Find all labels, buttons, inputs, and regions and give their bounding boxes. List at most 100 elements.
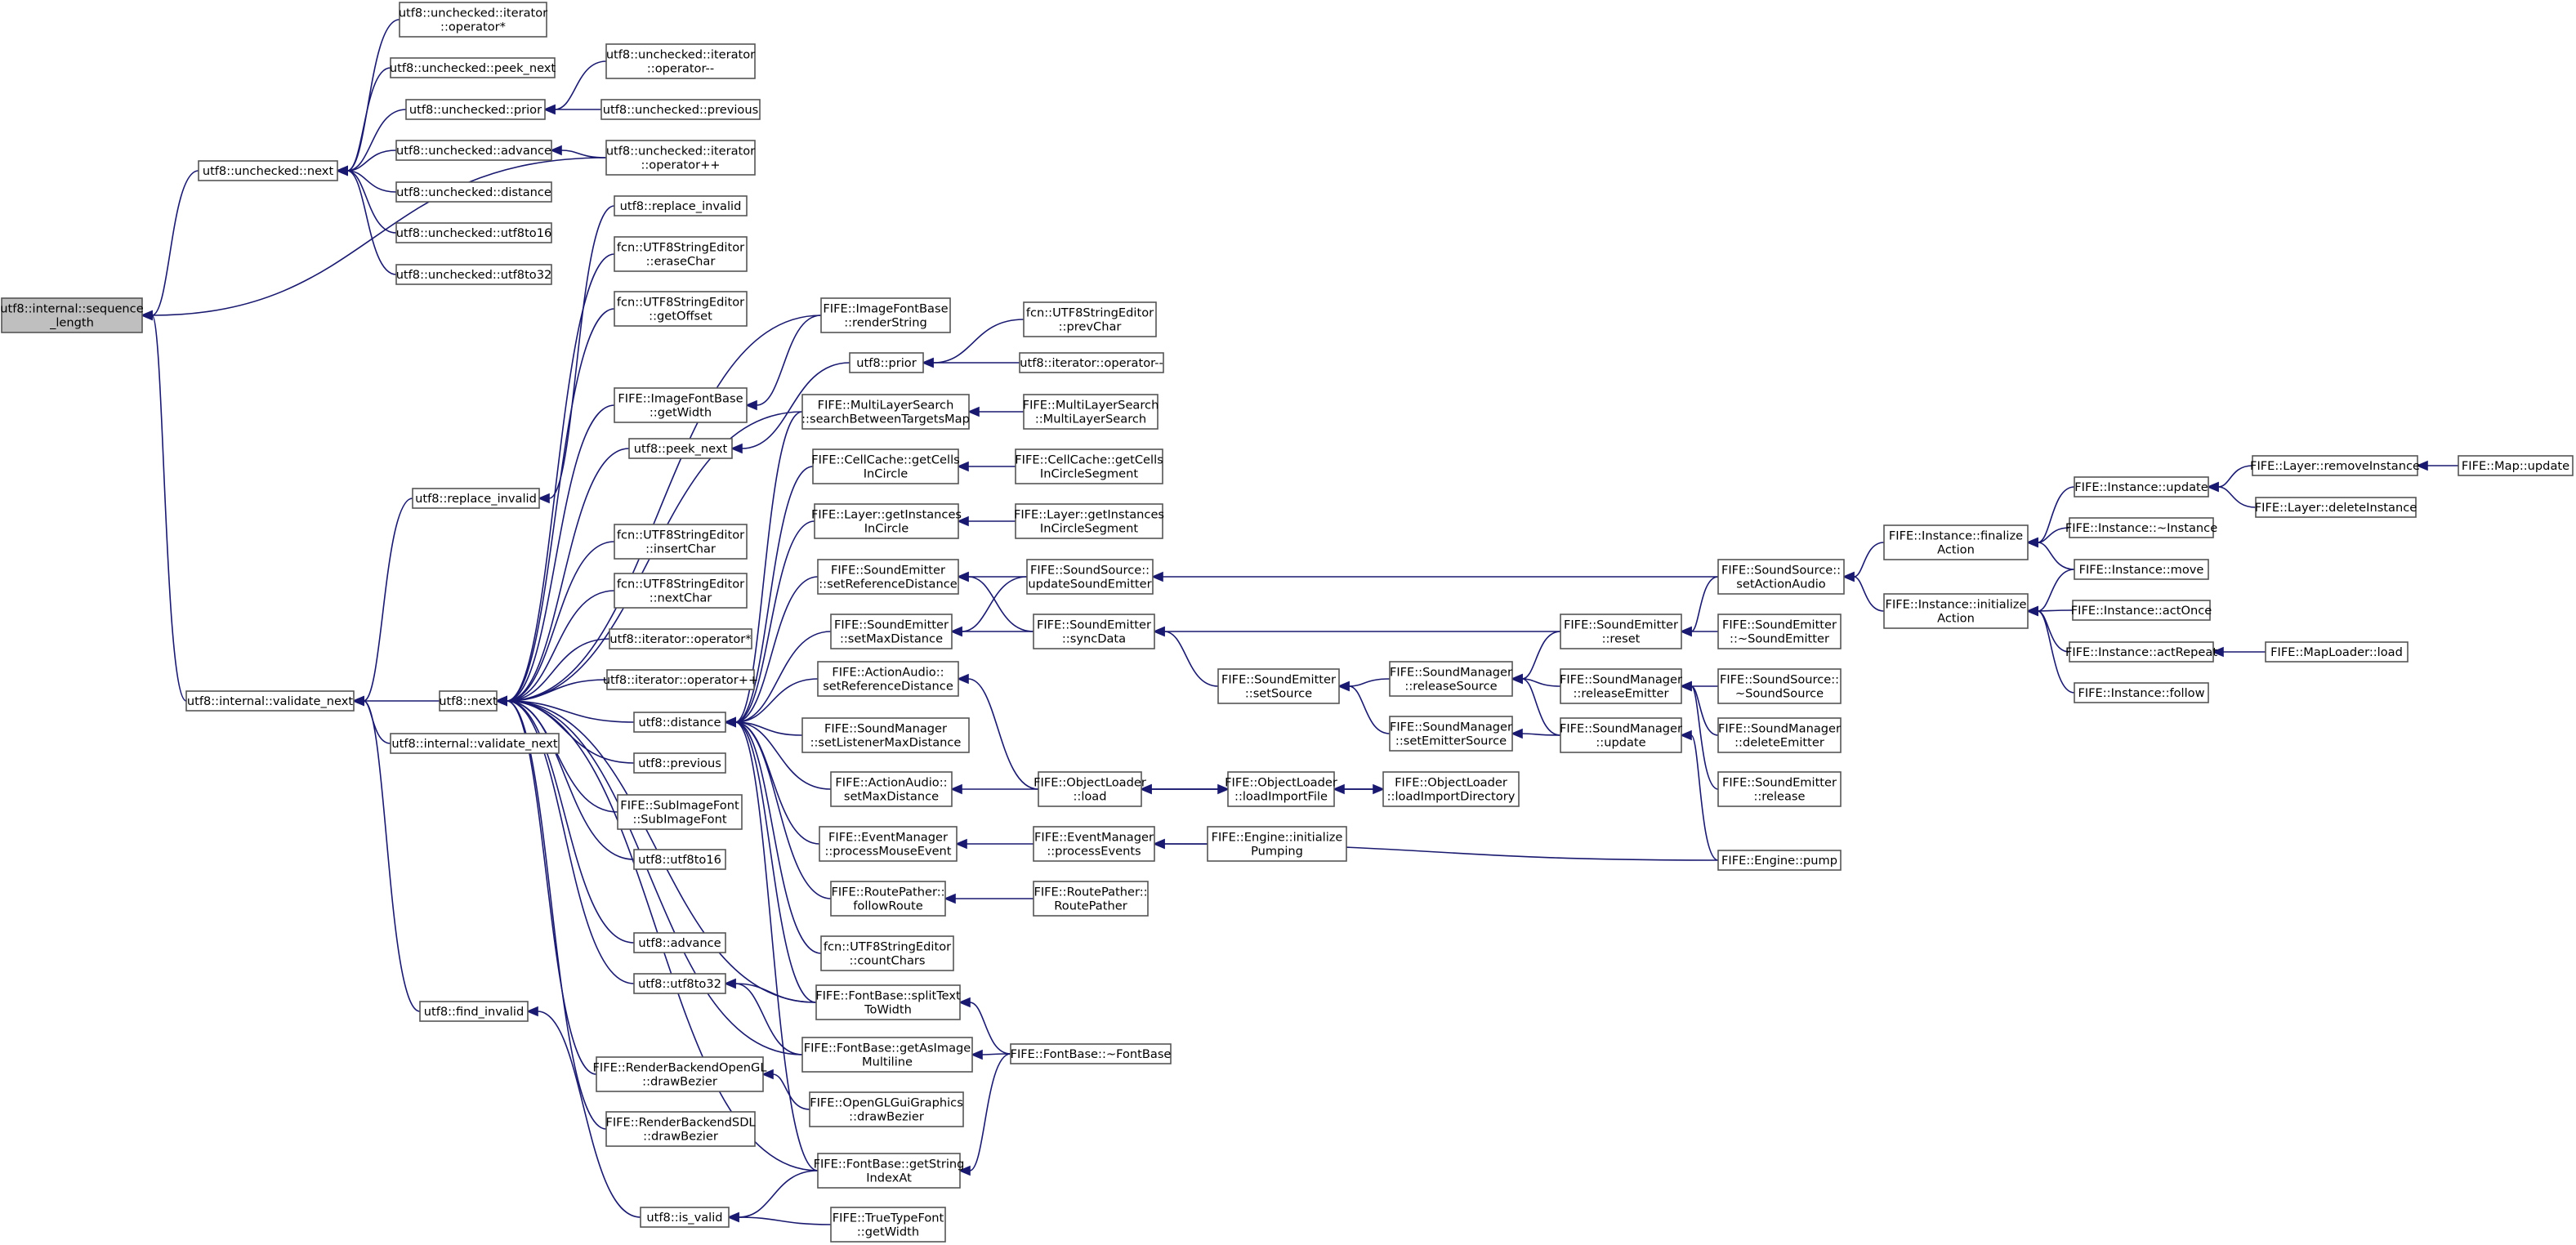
graph-node-validate-next[interactable]: utf8::internal::validate_next <box>185 690 355 712</box>
graph-node-inst-move[interactable]: FIFE::Instance::move <box>2074 559 2209 580</box>
graph-node-ss-dtor[interactable]: FIFE::SoundSource::~SoundSource <box>1717 668 1842 704</box>
graph-node-rb-gl-bezier[interactable]: FIFE::RenderBackendOpenGL::drawBezier <box>593 1056 768 1092</box>
graph-node-se-setSource[interactable]: FIFE::SoundEmitter::setSource <box>1217 668 1340 704</box>
graph-node-sm-releaseSource[interactable]: FIFE::SoundManager::releaseSource <box>1389 661 1513 697</box>
graph-node-sm-setListener[interactable]: FIFE::SoundManager::setListenerMaxDistan… <box>801 717 970 753</box>
node-label: ::getWidth <box>650 406 712 420</box>
graph-node-fcn-insertChar[interactable]: fcn::UTF8StringEditor::insertChar <box>614 524 748 560</box>
graph-edge-fb-splitText-to-utf8to32 <box>723 978 817 1003</box>
graph-node-utf8to16[interactable]: utf8::utf8to16 <box>633 849 726 870</box>
graph-node-unc-prior[interactable]: utf8::unchecked::prior <box>405 99 546 120</box>
graph-node-eng-pump[interactable]: FIFE::Engine::pump <box>1717 850 1842 871</box>
graph-node-ol-loadImportFile[interactable]: FIFE::ObjectLoader::loadImportFile <box>1225 771 1337 807</box>
graph-node-fcn-nextChar[interactable]: fcn::UTF8StringEditor::nextChar <box>614 573 748 609</box>
graph-node-se-setMaxDist[interactable]: FIFE::SoundEmitter::setMaxDistance <box>830 614 953 649</box>
graph-node-inst-dtor[interactable]: FIFE::Instance::~Instance <box>2065 517 2217 538</box>
graph-node-rp-ctor[interactable]: FIFE::RoutePather::RoutePather <box>1033 881 1149 917</box>
graph-node-ttf-getWidth[interactable]: FIFE::TrueTypeFont::getWidth <box>830 1207 946 1243</box>
graph-node-internal-validate-next2[interactable]: utf8::internal::validate_next <box>390 733 560 754</box>
graph-node-fcn-eraseChar[interactable]: fcn::UTF8StringEditor::eraseChar <box>614 236 748 272</box>
graph-node-unc-utf8to32[interactable]: utf8::unchecked::utf8to32 <box>395 264 552 285</box>
graph-node-unc-peek-next[interactable]: utf8::unchecked::peek_next <box>390 57 556 78</box>
graph-node-oglgui-bezier[interactable]: FIFE::OpenGLGuiGraphics::drawBezier <box>809 1091 964 1127</box>
graph-node-replace-invalid-a[interactable]: utf8::replace_invalid <box>614 195 748 216</box>
graph-node-previous[interactable]: utf8::previous <box>633 752 726 774</box>
graph-node-maploader-load[interactable]: FIFE::MapLoader::load <box>2265 641 2409 663</box>
graph-node-fcn-countChars[interactable]: fcn::UTF8StringEditor::countChars <box>820 935 954 971</box>
graph-node-em-processMouse[interactable]: FIFE::EventManager::processMouseEvent <box>819 826 958 862</box>
graph-node-img-renderString[interactable]: FIFE::ImageFontBase::renderString <box>820 297 951 333</box>
graph-node-advance[interactable]: utf8::advance <box>633 932 726 953</box>
graph-node-se-reset[interactable]: FIFE::SoundEmitter::reset <box>1560 614 1682 649</box>
graph-node-aa-setMaxDist[interactable]: FIFE::ActionAudio::setMaxDistance <box>830 771 953 807</box>
graph-node-inst-follow[interactable]: FIFE::Instance::follow <box>2074 682 2209 703</box>
graph-node-img-getWidth[interactable]: FIFE::ImageFontBase::getWidth <box>614 387 748 423</box>
graph-node-fcn-getOffset[interactable]: fcn::UTF8StringEditor::getOffset <box>614 291 748 327</box>
node-label: ~SoundSource <box>1735 687 1824 701</box>
graph-node-seq-len[interactable]: utf8::internal::sequence_length <box>0 297 144 333</box>
graph-node-fcn-prevChar[interactable]: fcn::UTF8StringEditor::prevChar <box>1023 301 1157 337</box>
graph-node-aa-setRefDist[interactable]: FIFE::ActionAudio::setReferenceDistance <box>817 661 959 697</box>
graph-node-se-dtor[interactable]: FIFE::SoundEmitter::~SoundEmitter <box>1717 614 1842 649</box>
graph-node-em-processEvents[interactable]: FIFE::EventManager::processEvents <box>1033 826 1155 862</box>
graph-node-se-setRefDist[interactable]: FIFE::SoundEmitter::setReferenceDistance <box>817 559 959 595</box>
graph-edge-inst-initialize-to-ss-setActionAudio <box>1842 571 1885 612</box>
graph-node-rb-sdl-bezier[interactable]: FIFE::RenderBackendSDL::drawBezier <box>605 1111 756 1147</box>
edge-line <box>961 576 1028 632</box>
graph-node-is-valid[interactable]: utf8::is_valid <box>640 1207 730 1228</box>
graph-node-sm-setEmitterSource[interactable]: FIFE::SoundManager::setEmitterSource <box>1389 716 1513 752</box>
graph-node-subimg[interactable]: FIFE::SubImageFont::SubImageFont <box>617 794 743 830</box>
node-label: utf8::unchecked::distance <box>396 185 551 199</box>
graph-node-unc-distance[interactable]: utf8::unchecked::distance <box>395 181 552 203</box>
graph-node-mls-search[interactable]: FIFE::MultiLayerSearch::searchBetweenTar… <box>801 394 970 430</box>
graph-node-iter-mm[interactable]: utf8::iterator::operator-- <box>1019 352 1164 373</box>
graph-node-inst-actOnce[interactable]: FIFE::Instance::actOnce <box>2071 600 2212 621</box>
graph-node-distance[interactable]: utf8::distance <box>633 712 726 733</box>
graph-node-unc-advance[interactable]: utf8::unchecked::advance <box>395 140 552 161</box>
node-box <box>830 881 946 917</box>
graph-node-unc-iter-pp[interactable]: utf8::unchecked::iterator::operator++ <box>605 140 756 176</box>
edge-line <box>2037 569 2075 612</box>
graph-edge-fcn-countChars-to-distance <box>723 716 822 954</box>
graph-node-prior[interactable]: utf8::prior <box>849 352 924 373</box>
graph-node-unc-iter-star[interactable]: utf8::unchecked::iterator::operator* <box>399 2 547 38</box>
graph-node-ol-loadImportDir[interactable]: FIFE::ObjectLoader::loadImportDirectory <box>1382 771 1520 807</box>
graph-node-ol-load[interactable]: FIFE::ObjectLoader::load <box>1034 771 1146 807</box>
graph-node-inst-actRepeat[interactable]: FIFE::Instance::actRepeat <box>2065 641 2217 663</box>
graph-node-find-invalid[interactable]: utf8::find_invalid <box>419 1001 529 1022</box>
graph-node-peek-next[interactable]: utf8::peek_next <box>628 438 733 459</box>
graph-node-sm-update[interactable]: FIFE::SoundManager::update <box>1560 717 1682 753</box>
graph-node-layer-removeInst[interactable]: FIFE::Layer::removeInstance <box>2250 455 2420 476</box>
graph-node-mls-ctor[interactable]: FIFE::MultiLayerSearch::MultiLayerSearch <box>1023 394 1159 430</box>
graph-node-unc-previous[interactable]: utf8::unchecked::previous <box>600 99 761 120</box>
graph-node-next[interactable]: utf8::next <box>439 690 498 712</box>
graph-node-se-release[interactable]: FIFE::SoundEmitter::release <box>1717 771 1842 807</box>
graph-node-unc-next[interactable]: utf8::unchecked::next <box>198 160 338 181</box>
graph-node-fb-dtor[interactable]: FIFE::FontBase::~FontBase <box>1010 1043 1172 1064</box>
graph-node-layer-deleteInst[interactable]: FIFE::Layer::deleteInstance <box>2255 497 2417 518</box>
graph-node-unc-iter-mm[interactable]: utf8::unchecked::iterator::operator-- <box>605 43 756 79</box>
graph-node-iter-pp[interactable]: utf8::iterator::operator++ <box>603 669 758 690</box>
graph-node-unc-utf8to16[interactable]: utf8::unchecked::utf8to16 <box>395 222 552 243</box>
graph-node-replace-invalid-b[interactable]: utf8::replace_invalid <box>412 488 540 509</box>
graph-node-ss-setActionAudio[interactable]: FIFE::SoundSource::setActionAudio <box>1717 559 1845 595</box>
graph-node-ss-updateSE[interactable]: FIFE::SoundSource::updateSoundEmitter <box>1026 559 1154 595</box>
graph-node-iter-star[interactable]: utf8::iterator::operator* <box>609 628 752 649</box>
graph-node-se-syncData[interactable]: FIFE::SoundEmitter::syncData <box>1033 614 1155 649</box>
graph-node-inst-update[interactable]: FIFE::Instance::update <box>2074 476 2209 498</box>
graph-node-sm-releaseEmitter[interactable]: FIFE::SoundManager::releaseEmitter <box>1560 668 1682 704</box>
graph-node-map-update[interactable]: FIFE::Map::update <box>2458 455 2574 476</box>
graph-node-sm-deleteEmitter[interactable]: FIFE::SoundManager::deleteEmitter <box>1717 717 1842 753</box>
graph-node-rp-followRoute[interactable]: FIFE::RoutePather::followRoute <box>830 881 946 917</box>
graph-node-utf8to32[interactable]: utf8::utf8to32 <box>633 973 726 994</box>
